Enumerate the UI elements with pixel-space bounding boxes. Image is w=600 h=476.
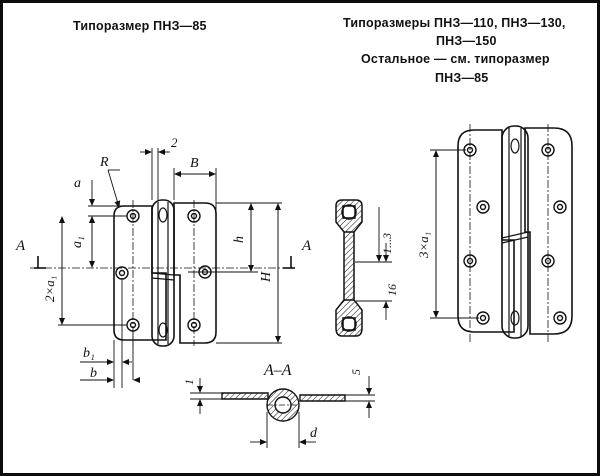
label-16: 16 [385, 284, 399, 296]
side-view-dims [355, 207, 392, 320]
right-centre-lines [469, 124, 549, 342]
label-2xa1: 2×a₁ [42, 276, 57, 302]
section-markers [34, 256, 295, 269]
right-hinge-view [457, 125, 573, 339]
label-b: b [90, 366, 97, 381]
technical-drawing: R 2 B a a₁ 2×a₁ h H b₁ b A A A–A 1...3 1… [15, 124, 573, 448]
label-a: a [74, 176, 81, 191]
left-hinge-holes [115, 209, 212, 332]
header-right-line1: Типоразмеры ПНЗ—110, ПНЗ—130, [343, 16, 566, 30]
right-hinge-knuckle [501, 125, 529, 339]
section-dims [190, 376, 375, 448]
label-h: h [232, 236, 247, 243]
left-centre-lines [30, 200, 286, 346]
label-b1: b₁ [83, 346, 95, 361]
right-dimensions [430, 149, 479, 319]
label-dim-5: 5 [349, 369, 363, 375]
label-range-1-3: 1...3 [380, 233, 394, 254]
label-3xa1: 3×a₁ [416, 232, 431, 259]
label-A-right: A [301, 238, 312, 254]
left-dimensions [58, 148, 282, 388]
label-dim-2: 2 [171, 135, 178, 150]
side-view [335, 199, 363, 337]
header-left: Типоразмер ПНЗ—85 [73, 19, 207, 33]
label-B: B [190, 156, 199, 171]
section-a-a [221, 388, 346, 422]
label-section-A-A: A–A [263, 362, 292, 379]
left-hinge-view [113, 199, 217, 347]
label-R: R [99, 155, 109, 170]
label-A-left: A [15, 238, 26, 254]
header-right-line2: ПНЗ—150 [436, 34, 497, 48]
header-right-line3: Остальное — см. типоразмер [361, 52, 550, 66]
label-H: H [259, 271, 274, 283]
label-a1: a₁ [70, 236, 85, 248]
label-dim-1: 1 [182, 379, 196, 385]
left-hinge-right-leaf [173, 202, 217, 344]
right-hinge-right-leaf [524, 127, 573, 335]
right-hinge-left-leaf [457, 129, 515, 333]
label-d: d [310, 426, 318, 441]
right-hinge-holes [463, 143, 567, 325]
header-right-line4: ПНЗ—85 [435, 71, 489, 85]
